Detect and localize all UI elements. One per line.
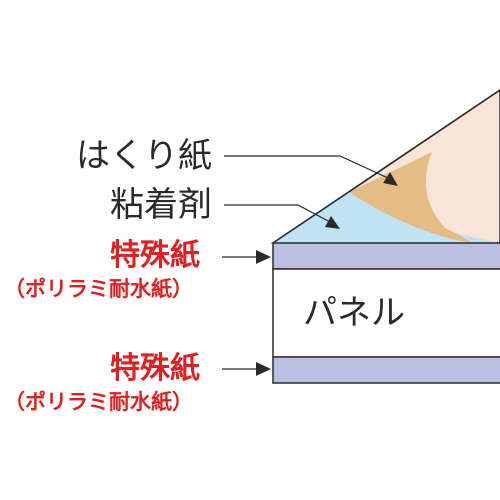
adhesive-label: 粘着剤 xyxy=(110,185,212,225)
special-paper-bottom-label: 特殊紙 xyxy=(110,351,200,386)
panel-core xyxy=(272,268,500,358)
panel-label: パネル xyxy=(303,293,405,333)
adhesive-leader xyxy=(224,204,331,223)
release-paper-curl xyxy=(349,152,470,243)
special-paper-bottom-layer xyxy=(272,356,500,384)
special-paper-bottom-sublabel: （ポリラミ耐水紙） xyxy=(4,390,193,414)
special-paper-top-sublabel: （ポリラミ耐水紙） xyxy=(4,277,193,301)
special-paper-top-arrowhead xyxy=(256,250,271,264)
release-paper-edge xyxy=(272,89,500,244)
special-paper-top-label: 特殊紙 xyxy=(110,238,200,273)
adhesive-arrowhead xyxy=(325,216,340,229)
release-paper-leader xyxy=(224,155,389,179)
release-paper-label: はくり紙 xyxy=(76,136,212,176)
special-paper-top-layer xyxy=(272,242,500,270)
special-paper-bottom-arrowhead xyxy=(256,362,271,376)
release-paper-arrowhead xyxy=(383,172,398,186)
